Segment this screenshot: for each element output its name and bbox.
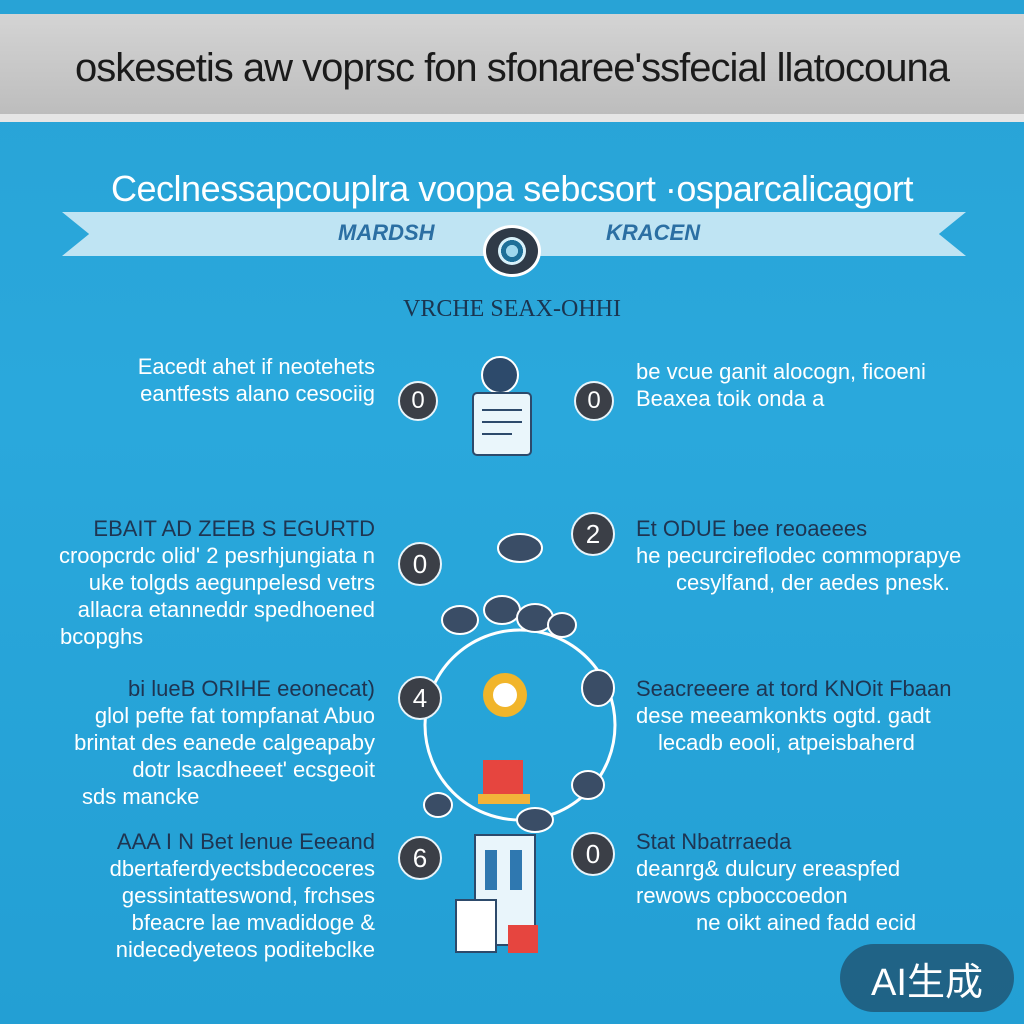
step-5-line-4: sds mancke (82, 784, 200, 809)
step-1-line-1: Eacedt ahet if neotehets (137, 354, 375, 379)
step-7-line-4: nidecedyeteos poditebclke (115, 937, 375, 962)
step-8-line-3: ne oikt ained fadd ecid (696, 910, 917, 935)
page-title: oskesetis aw voprsc fon sfonaree'ssfecia… (75, 45, 950, 90)
step-1-text: Eacedt ahet if neotehets eantfests alano… (90, 353, 375, 407)
cart-icon (478, 760, 530, 804)
ai-generated-badge: AI生成 (840, 944, 1014, 1012)
step-6-text: Seacreeere at tord KNOit Fbaan dese meea… (636, 675, 981, 756)
step-4-line-1: he pecurcireflodec commoprapye (636, 543, 962, 568)
step-3-line-3: allacra etanneddr spedhoened (77, 597, 375, 622)
step-1-number: 0 (398, 381, 438, 421)
step-7-line-3: bfeacre lae mvadidoge & (131, 910, 375, 935)
step-5-line-1: glol pefte fat tompfanat Abuo (94, 703, 375, 728)
step-7-line-1: dbertaferdyectsbdecoceres (109, 856, 375, 881)
ribbon-left-label: MARDSH (338, 220, 435, 245)
step-8-heading: Stat Nbatrraeda (636, 829, 792, 854)
step-3-line-1: croopcrdc olid' 2 pesrhjungiata n (58, 543, 375, 568)
clipboard-icon (472, 356, 532, 456)
step-7-heading: AAA I N Bet lenue Eeeand (116, 829, 375, 854)
subtitle: Ceclnessapcouplra voopa sebcsort ·osparc… (111, 168, 913, 209)
step-3-heading: EBAIT AD ZEEB S EGURTD (93, 516, 375, 541)
eye-icon (483, 225, 541, 277)
step-4-text: Et ODUE bee reoaeees he pecurcireflodec … (636, 515, 976, 596)
step-6-heading: Seacreeere at tord KNOit Fbaan (636, 676, 952, 701)
step-2-line-1: be vcue ganit alocogn, ficoeni (636, 359, 926, 384)
step-5-line-2: brintat des eanede calgeapaby (74, 730, 375, 755)
step-5-number: 4 (398, 676, 442, 720)
step-2-line-2: Beaxea toik onda a (636, 386, 825, 411)
step-8-text: Stat Nbatrraeda deanrg& dulcury ereaspfe… (636, 828, 976, 936)
step-4-line-2: cesylfand, der aedes pnesk. (676, 570, 950, 595)
step-2-number: 0 (574, 381, 614, 421)
step-8-line-2: rewows cpboccoedon (636, 883, 848, 908)
step-7-line-2: gessintatteswond, frchses (121, 883, 375, 908)
step-3-line-4: bcopghs (60, 624, 144, 649)
step-8-line-1: deanrg& dulcury ereaspfed (636, 856, 901, 881)
step-4-heading: Et ODUE bee reoaeees (636, 516, 868, 541)
step-3-text: EBAIT AD ZEEB S EGURTD croopcrdc olid' 2… (40, 515, 375, 650)
step-8-number: 0 (571, 832, 615, 876)
ribbon-right-label: KRACEN (606, 220, 701, 245)
chat-bubbles-icon (423, 533, 615, 833)
header-bar (0, 14, 1024, 122)
gear-icon (483, 673, 527, 717)
step-5-text: bi lueB ORIHE eeonecat) glol pefte fat t… (60, 675, 375, 810)
step-3-number: 0 (398, 542, 442, 586)
step-5-heading: bi lueB ORIHE eeonecat) (127, 676, 375, 701)
building-icon (455, 834, 538, 953)
step-2-text: be vcue ganit alocogn, ficoeni Beaxea to… (636, 358, 976, 412)
step-3-line-2: uke tolgds aegunpelesd vetrs (88, 570, 375, 595)
section-heading: VRCHE SEAX-OHHI (403, 296, 621, 322)
step-4-number: 2 (571, 512, 615, 556)
step-7-text: AAA I N Bet lenue Eeeand dbertaferdyects… (60, 828, 375, 963)
step-1-line-2: eantfests alano cesociig (140, 381, 375, 406)
step-6-line-1: dese meeamkonkts ogtd. gadt (636, 703, 931, 728)
step-6-line-2: lecadb eooli, atpeisbaherd (658, 730, 915, 755)
step-5-line-3: dotr lsacdheeet' ecsgeoit (132, 757, 375, 782)
step-7-number: 6 (398, 836, 442, 880)
